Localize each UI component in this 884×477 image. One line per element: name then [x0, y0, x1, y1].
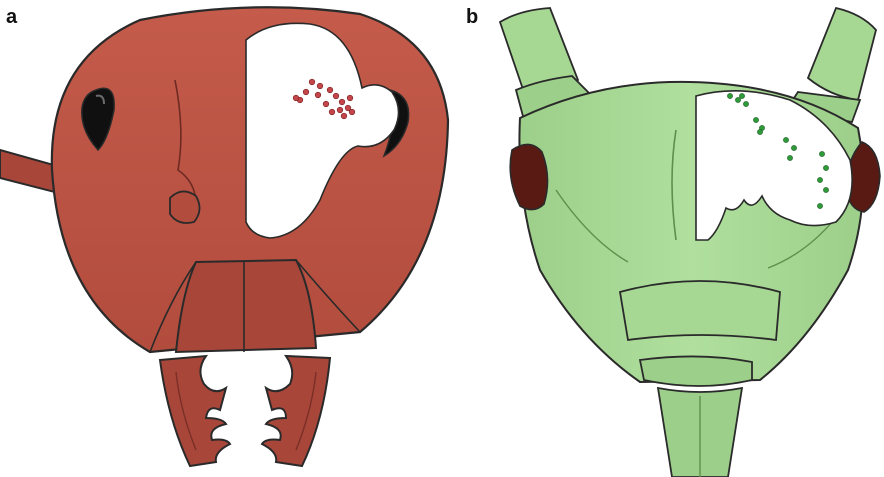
- grasshopper-head-illustration: [500, 8, 880, 477]
- grasshopper-clypeus: [620, 281, 780, 340]
- ant-antennal-socket: [170, 191, 200, 223]
- ant-clypeus: [176, 260, 316, 352]
- ant-head-illustration: [0, 7, 448, 466]
- ant-left-mandible: [160, 356, 230, 466]
- grasshopper-labrum: [640, 356, 752, 386]
- grasshopper-left-eye: [510, 144, 547, 209]
- grasshopper-right-antenna: [808, 8, 876, 100]
